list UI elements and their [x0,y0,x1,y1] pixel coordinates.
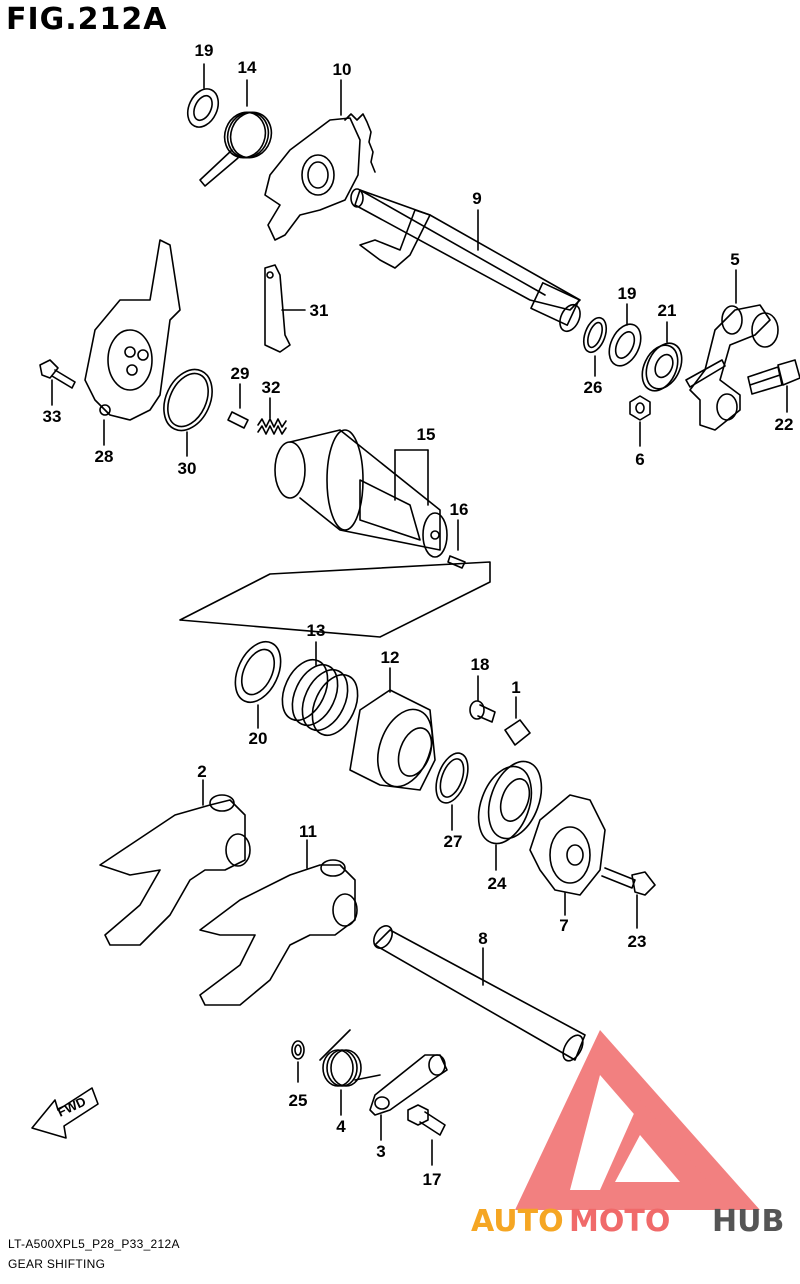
part-24-bearing [477,760,543,845]
callout-17: 17 [423,1170,442,1189]
part-21-oil-seal [641,342,683,392]
callout-33: 33 [43,407,62,426]
part-29-pin [227,411,249,429]
callout-2: 2 [197,762,206,781]
callout-30: 30 [178,459,197,478]
watermark-hub: HUB [712,1204,784,1239]
part-12-cam-gear [349,689,436,791]
callout-3: 3 [376,1142,385,1161]
part-2-shift-fork [99,794,251,946]
watermark-logo [515,1030,760,1210]
callout-10: 10 [333,60,352,79]
part-6-nut [629,395,651,421]
part-14-spring [199,111,273,187]
part-13-spring [281,658,359,737]
callout-6: 6 [635,450,644,469]
callout-1: 1 [511,678,520,697]
watermark-moto: MOTO [569,1204,670,1239]
part-10-shift-arm [264,113,376,241]
part-25-washer [291,1040,305,1060]
callout-11: 11 [299,822,317,841]
watermark-auto: AUTO [471,1204,564,1239]
watermark-text: AUTO MOTO HUB [471,1204,784,1239]
callout-29: 29 [231,364,250,383]
part-4-spring [319,1029,381,1087]
part-30-o-ring [163,368,213,432]
callout-26: 26 [584,378,603,397]
part-33-bolt [39,359,76,389]
part-19-washer [186,88,220,128]
part-16-pin [447,555,466,569]
callout-22: 22 [775,415,794,434]
callout-15: 15 [417,425,436,444]
callout-14: 14 [238,58,257,77]
callout-13: 13 [307,621,326,640]
callout-20: 20 [249,729,268,748]
part-5-shift-linkage [685,304,779,431]
part-1-plate [504,719,531,746]
part-8-fork-shaft [373,925,586,1062]
part-15-shift-drum [274,429,448,558]
part-17-bolt [407,1104,446,1136]
part-26-circlip [582,316,608,354]
callout-32: 32 [262,378,281,397]
part-31-plate [264,264,291,353]
callout-31: 31 [310,301,329,320]
assembly-bracket [179,561,491,638]
part-3-stopper-arm [369,1054,448,1116]
part-9-shift-shaft [350,188,581,333]
callout-18: 18 [471,655,490,674]
callout-5: 5 [730,250,739,269]
callout-9: 9 [472,189,481,208]
callout-12: 12 [381,648,400,667]
callout-16: 16 [450,500,469,519]
callout-24: 24 [488,874,507,893]
model-code: LT-A500XPL5_P28_P33_212A [8,1237,180,1251]
callout-23: 23 [628,932,647,951]
part-27-circlip [435,752,469,804]
part-20-washer [234,640,282,704]
group-name: GEAR SHIFTING [8,1257,106,1271]
callout-27: 27 [444,832,463,851]
part-18-screw [469,700,496,723]
callout-25: 25 [289,1091,308,1110]
part-32-spring [257,418,287,435]
part-28-cover [84,239,181,421]
callout-19a: 19 [195,41,214,60]
part-7-gear [529,794,606,896]
callout-19b: 19 [618,284,637,303]
figure-title: FIG.212A [6,2,168,37]
callout-28: 28 [95,447,114,466]
fwd-arrow-icon: FWD [31,1087,99,1139]
part-19b-washer [608,323,642,367]
part-22-bolt [747,359,800,395]
part-11-shift-fork [199,859,358,1006]
callout-8: 8 [478,929,487,948]
callout-4: 4 [336,1117,346,1136]
callout-21: 21 [658,301,677,320]
callout-7: 7 [559,916,568,935]
part-23-bolt [601,867,656,896]
